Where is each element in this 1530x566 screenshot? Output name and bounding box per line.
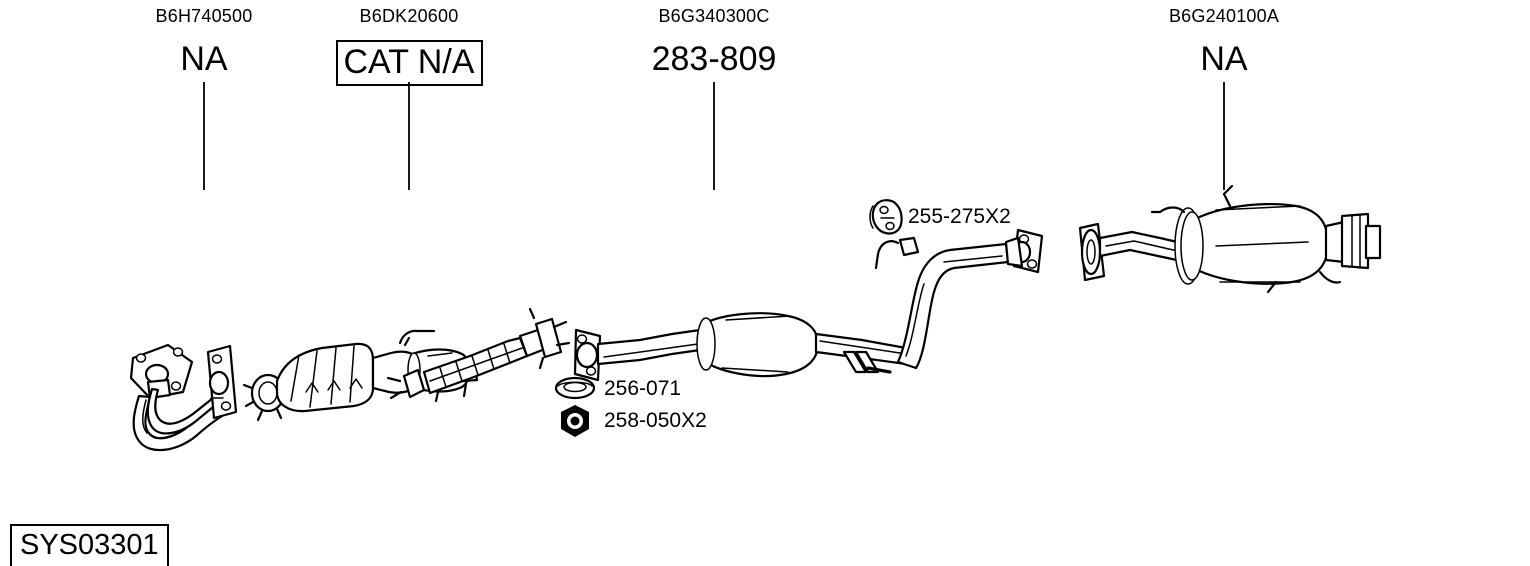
front-pipe-drawing [129,343,238,452]
ref-label-gasket-ring: 256-071 [604,377,682,400]
system-id-badge: SYS03301 [10,524,169,566]
part-code-rear-silencer: B6G240100A [1168,6,1280,26]
ref-label-rubber-hanger: 255-275X2 [908,205,1011,228]
leader-lines [203,82,1225,190]
part-value-front-pipe: NA [180,40,228,78]
ref-label-hex-nut: 258-050X2 [604,409,707,432]
system-id-wrap: SYS03301 [10,524,169,566]
hex-nut-icon [561,405,589,437]
part-value-rear-silencer: NA [1200,40,1248,78]
rubber-hanger-icon [869,199,903,235]
part-value-catalytic-converter-wrap: CAT N/A [309,40,509,86]
centre-pipe-drawing [386,228,1044,400]
rear-silencer-drawing [1078,184,1382,294]
part-code-front-pipe: B6H740500 [155,6,253,26]
part-code-centre-pipe: B6G340300C [658,6,770,26]
part-value-catalytic-converter: CAT N/A [335,40,483,86]
part-code-catalytic-converter: B6DK20600 [359,6,459,26]
part-value-centre-pipe: 283-809 [651,40,777,78]
gasket-ring-icon [554,376,596,400]
